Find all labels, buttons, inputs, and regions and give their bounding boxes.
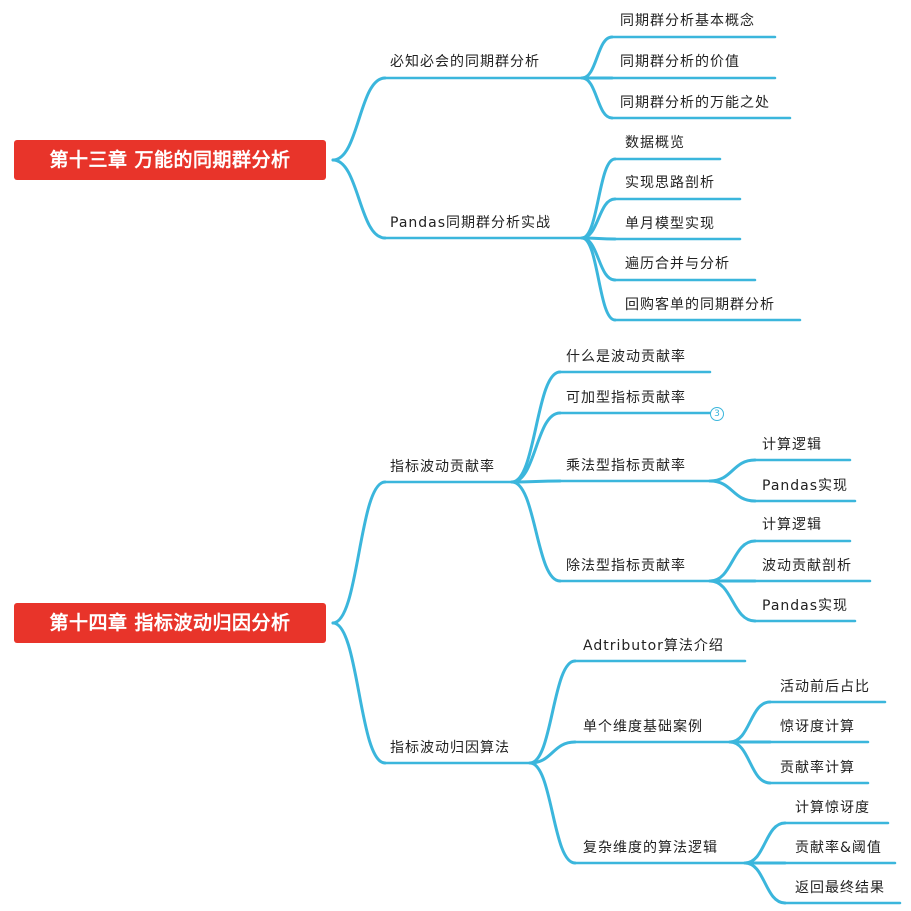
- leaf-cohort-versatility[interactable]: 同期群分析的万能之处: [620, 95, 770, 111]
- node-additive-contribution[interactable]: 可加型指标贡献率: [566, 390, 686, 406]
- leaf-approach-analysis[interactable]: 实现思路剖析: [625, 175, 715, 191]
- leaf-surprise-calc[interactable]: 惊讶度计算: [780, 719, 855, 735]
- leaf-contribution-breakdown[interactable]: 波动贡献剖析: [762, 558, 852, 574]
- root1-branch-connector: [331, 158, 387, 240]
- leaf-cohort-value[interactable]: 同期群分析的价值: [620, 54, 740, 70]
- root2-branch-connector: [331, 621, 387, 765]
- node-single-dimension-case[interactable]: 单个维度基础案例: [583, 719, 703, 735]
- single-leaf-connector: [728, 740, 772, 785]
- algo-node-connector: [528, 740, 577, 765]
- root-node-chapter-13[interactable]: 第十三章 万能的同期群分析: [14, 140, 326, 180]
- mult-leaf-connector: [708, 458, 757, 483]
- leaf-compute-surprise[interactable]: 计算惊讶度: [795, 800, 870, 816]
- single-leaf-connector: [728, 700, 772, 744]
- node-what-is-contribution[interactable]: 什么是波动贡献率: [566, 349, 686, 365]
- contribution-node-connector: [510, 370, 562, 484]
- leaf-calc-logic-mult[interactable]: 计算逻辑: [762, 437, 822, 453]
- node-adtributor-intro[interactable]: Adtributor算法介绍: [583, 638, 724, 654]
- leaf-pandas-impl-mult[interactable]: Pandas实现: [762, 478, 849, 494]
- leaf-data-overview[interactable]: 数据概览: [625, 135, 685, 151]
- branch-node-cohort-basics[interactable]: 必知必会的同期群分析: [390, 54, 540, 70]
- contribution-node-connector: [510, 479, 562, 484]
- leaf-calc-logic-div[interactable]: 计算逻辑: [762, 517, 822, 533]
- leaf-cohort-concept[interactable]: 同期群分析基本概念: [620, 13, 755, 29]
- node-complex-dimension-logic[interactable]: 复杂维度的算法逻辑: [583, 840, 718, 856]
- node-division-contribution[interactable]: 除法型指标贡献率: [566, 558, 686, 574]
- algo-node-connector: [528, 761, 577, 865]
- pandas-leaf-connector: [580, 236, 617, 322]
- leaf-before-after-share[interactable]: 活动前后占比: [780, 679, 870, 695]
- contribution-node-connector: [510, 480, 562, 583]
- pandas-leaf-connector: [580, 157, 617, 240]
- leaf-repurchase-cohort[interactable]: 回购客单的同期群分析: [625, 297, 775, 313]
- leaf-iterate-merge[interactable]: 遍历合并与分析: [625, 256, 730, 272]
- leaf-pandas-impl-div[interactable]: Pandas实现: [762, 598, 849, 614]
- branch-node-pandas-cohort[interactable]: Pandas同期群分析实战: [390, 215, 552, 231]
- cohort-leaf-connector: [580, 35, 614, 80]
- div-leaf-connector: [708, 579, 757, 623]
- leaf-monthly-model[interactable]: 单月模型实现: [625, 216, 715, 232]
- div-leaf-connector: [708, 539, 757, 583]
- mult-leaf-connector: [708, 479, 757, 503]
- branch-node-contribution-rate[interactable]: 指标波动贡献率: [390, 459, 495, 475]
- root2-branch-connector: [331, 480, 387, 625]
- leaf-contribution-threshold[interactable]: 贡献率&阈值: [795, 840, 882, 856]
- branch-node-attribution-algo[interactable]: 指标波动归因算法: [390, 740, 510, 756]
- leaf-contribution-calc[interactable]: 贡献率计算: [780, 760, 855, 776]
- complex-leaf-connector: [743, 821, 787, 865]
- root-node-chapter-14[interactable]: 第十四章 指标波动归因分析: [14, 603, 326, 643]
- algo-node-connector: [528, 659, 577, 765]
- leaf-return-final-result[interactable]: 返回最终结果: [795, 880, 885, 896]
- complex-leaf-connector: [743, 861, 787, 905]
- collapsed-count-badge[interactable]: 3: [710, 407, 724, 421]
- cohort-leaf-connector: [580, 76, 614, 120]
- root1-branch-connector: [331, 76, 387, 162]
- node-multiplicative-contribution[interactable]: 乘法型指标贡献率: [566, 458, 686, 474]
- contribution-node-connector: [510, 411, 562, 484]
